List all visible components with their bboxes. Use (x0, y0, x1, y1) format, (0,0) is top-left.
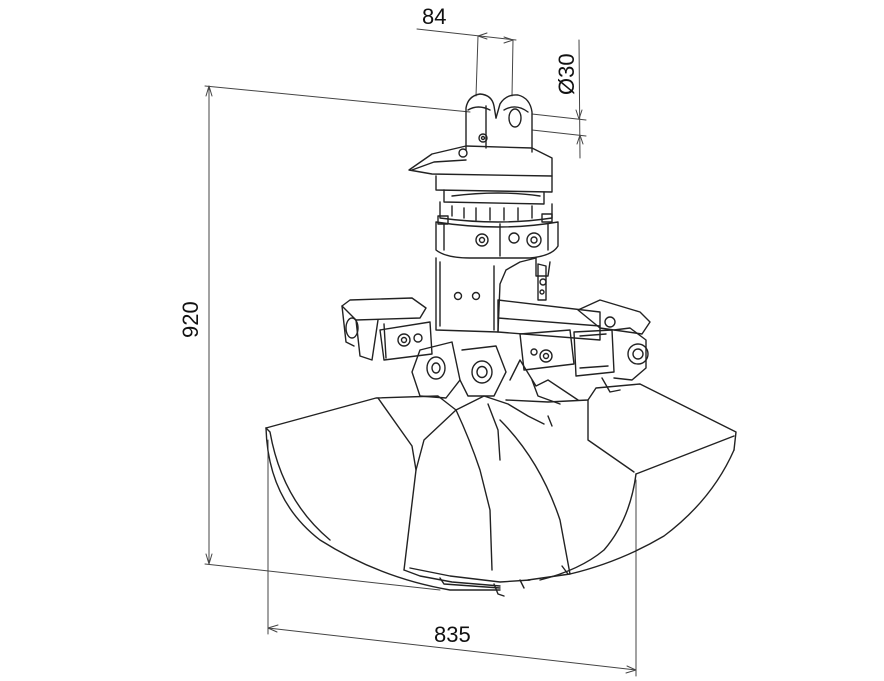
bucket-teeth (493, 565, 569, 597)
bucket-right-shell (499, 383, 737, 581)
dimension-top-width: 84 (422, 4, 447, 29)
bucket-left-shell (265, 395, 501, 591)
dimension-width: 835 (434, 622, 471, 647)
dimension-lines (204, 28, 637, 677)
linkage-plates (411, 341, 579, 405)
bucket-center-shell (409, 395, 545, 589)
dimension-height: 920 (178, 301, 203, 338)
rotator-head (408, 93, 559, 259)
right-arm (519, 299, 651, 393)
dimension-pin-diameter: Ø30 (554, 53, 579, 95)
left-arm (341, 297, 433, 361)
central-frame (435, 257, 616, 341)
